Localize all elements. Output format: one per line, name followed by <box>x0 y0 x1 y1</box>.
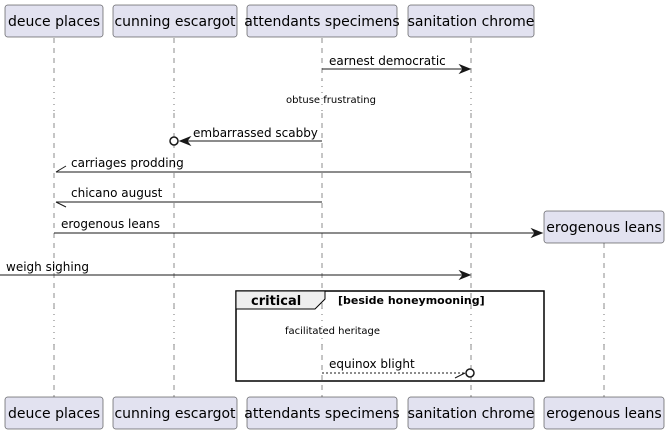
participant-label-deuce-places-bottom: deuce places <box>8 406 100 422</box>
participant-box-deuce-places-top <box>4 4 104 38</box>
half-arrowhead-icon <box>454 372 466 379</box>
delay-label-obtuse-frustrating: obtuse frustrating <box>286 95 376 106</box>
message-earnest-democratic: earnest democratic <box>322 54 472 75</box>
message-label: earnest democratic <box>329 54 446 68</box>
message-label: equinox blight <box>329 357 415 371</box>
message-chicano-august: chicano august <box>55 186 322 208</box>
participant-box-attendants-specimens-top <box>246 4 398 38</box>
participant-label-sanitation-chrome-bottom: sanitation chrome <box>408 406 535 422</box>
half-arrowhead-icon <box>55 201 67 208</box>
fragment-operator: critical <box>251 294 301 309</box>
lost-circle-icon <box>465 368 475 378</box>
fragment-guard: [beside honeymooning] <box>338 294 485 307</box>
participant-box-deuce-places-bottom <box>4 396 104 430</box>
arrowhead-icon <box>458 63 472 75</box>
participant-label-deuce-places-top: deuce places <box>8 14 100 30</box>
participant-box-sanitation-chrome-top <box>407 4 535 38</box>
participant-heads-bottom: deuce places cunning escargot attendants… <box>4 396 665 430</box>
message-carriages-prodding: carriages prodding <box>55 156 471 173</box>
participant-box-erogenous-leans-created <box>543 210 665 244</box>
lost-circle-icon <box>169 136 179 146</box>
message-label: chicano august <box>71 186 163 200</box>
participant-label-cunning-escargot-top: cunning escargot <box>114 14 236 30</box>
delay-label-facilitated-heritage: facilitated heritage <box>285 326 380 337</box>
fragment-frame <box>235 290 545 382</box>
fragment-critical: critical [beside honeymooning] <box>235 290 545 382</box>
participant-label-erogenous-leans-bottom: erogenous leans <box>546 406 661 422</box>
participant-label-sanitation-chrome-top: sanitation chrome <box>408 14 535 30</box>
participant-box-cunning-escargot-bottom <box>112 396 238 430</box>
fragment-tab <box>235 290 326 310</box>
message-label: embarrassed scabby <box>193 126 318 140</box>
participant-heads-top: deuce places cunning escargot attendants… <box>4 4 535 38</box>
participant-label-attendants-specimens-top: attendants specimens <box>244 14 399 30</box>
participant-label-cunning-escargot-bottom: cunning escargot <box>114 406 236 422</box>
participant-box-cunning-escargot-top <box>112 4 238 38</box>
participant-box-attendants-specimens-bottom <box>246 396 398 430</box>
message-erogenous-leans: erogenous leans <box>54 217 544 239</box>
participant-box-sanitation-chrome-bottom <box>407 396 535 430</box>
participant-created: erogenous leans <box>543 210 665 244</box>
participant-label-erogenous-leans-created: erogenous leans <box>546 220 661 236</box>
half-arrowhead-icon <box>55 165 67 173</box>
message-weigh-sighing: weigh sighing <box>0 260 472 281</box>
message-label: weigh sighing <box>6 260 89 274</box>
participant-label-attendants-specimens-bottom: attendants specimens <box>244 406 399 422</box>
arrowhead-icon <box>458 269 472 281</box>
message-embarrassed-scabby: embarrassed scabby <box>169 126 322 147</box>
arrowhead-icon <box>178 135 192 147</box>
message-label: carriages prodding <box>71 156 184 170</box>
message-equinox-blight: equinox blight <box>322 357 475 379</box>
message-label: erogenous leans <box>61 217 160 231</box>
participant-box-erogenous-leans-bottom <box>543 396 665 430</box>
arrowhead-icon <box>530 227 544 239</box>
